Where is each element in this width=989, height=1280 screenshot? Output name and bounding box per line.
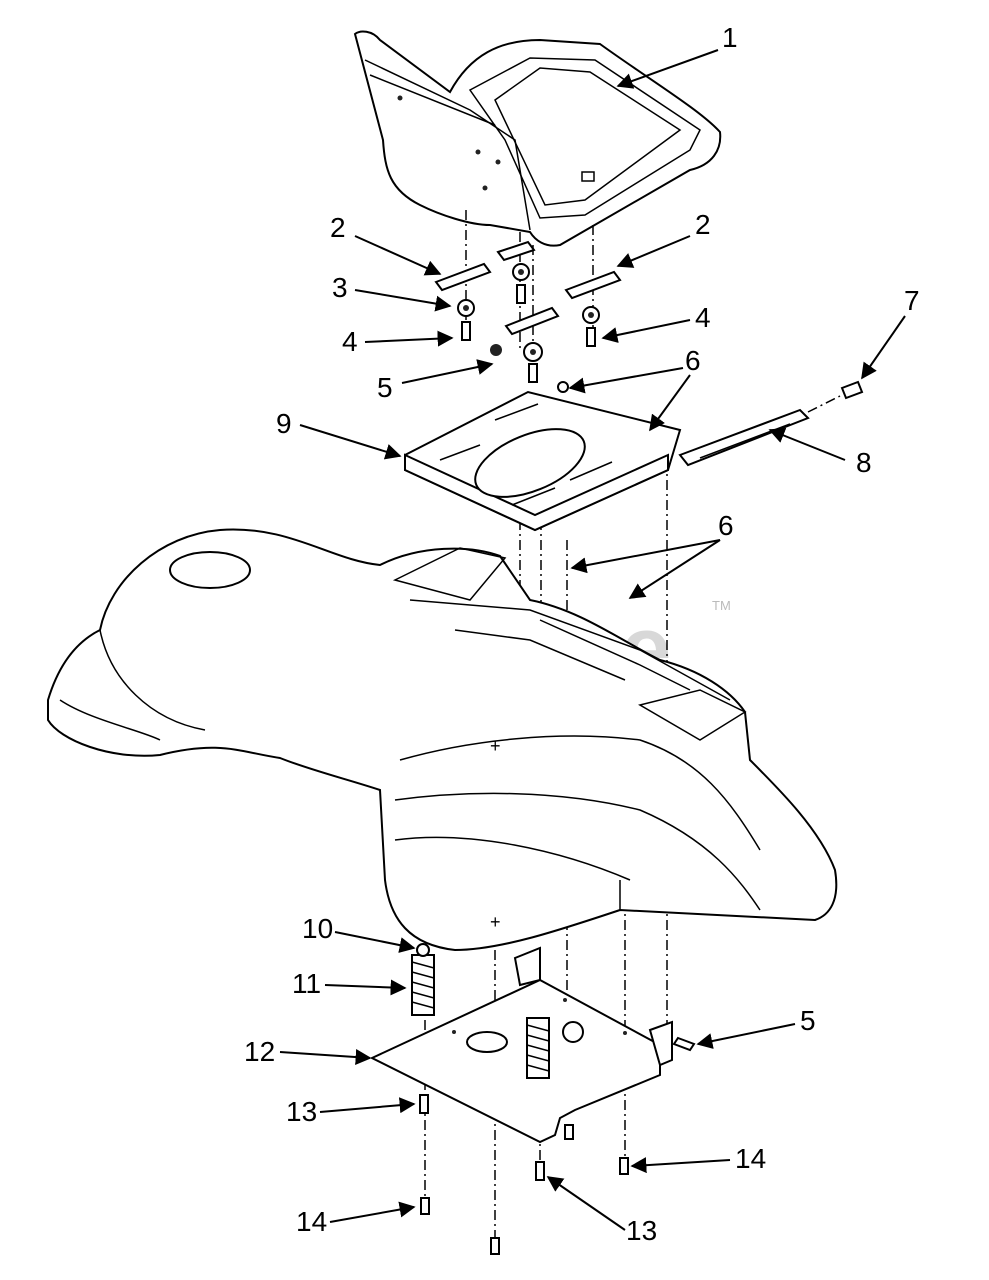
fender-body: + + xyxy=(47,528,838,952)
watermark-tm: TM xyxy=(712,598,731,613)
seat xyxy=(353,30,722,247)
callout-3: 3 xyxy=(332,272,348,303)
bushings-bolts xyxy=(457,263,650,442)
callout-8: 8 xyxy=(856,447,872,478)
callout-4-right: 4 xyxy=(695,302,711,333)
callouts: 1 2 2 3 4 4 5 6 7 9 8 6 10 11 5 12 13 14… xyxy=(244,22,920,1246)
bottom-bolts xyxy=(419,1036,696,1255)
callout-1: 1 xyxy=(722,22,738,53)
svg-text:+: + xyxy=(490,912,501,932)
callout-14-left: 14 xyxy=(296,1206,327,1237)
springs xyxy=(411,943,550,1079)
callout-5-lower: 5 xyxy=(800,1005,816,1036)
seat-plate xyxy=(404,390,682,532)
callout-13-right: 13 xyxy=(626,1215,657,1246)
callout-2-right: 2 xyxy=(695,209,711,240)
callout-6-lower: 6 xyxy=(718,510,734,541)
callout-14-right: 14 xyxy=(735,1143,766,1174)
seat-rails xyxy=(434,240,622,336)
callout-4-left: 4 xyxy=(342,326,358,357)
callout-12: 12 xyxy=(244,1036,275,1067)
adjust-lever xyxy=(678,380,864,467)
leader-lines xyxy=(279,49,906,1231)
callout-13-left: 13 xyxy=(286,1096,317,1127)
callout-2-left: 2 xyxy=(330,212,346,243)
mounting-plate xyxy=(369,946,673,1144)
svg-text:+: + xyxy=(490,736,501,756)
callout-7: 7 xyxy=(904,285,920,316)
callout-9: 9 xyxy=(276,408,292,439)
callout-6-upper: 6 xyxy=(685,345,701,376)
callout-5-upper: 5 xyxy=(377,372,393,403)
callout-11: 11 xyxy=(292,968,321,999)
callout-10: 10 xyxy=(302,913,333,944)
